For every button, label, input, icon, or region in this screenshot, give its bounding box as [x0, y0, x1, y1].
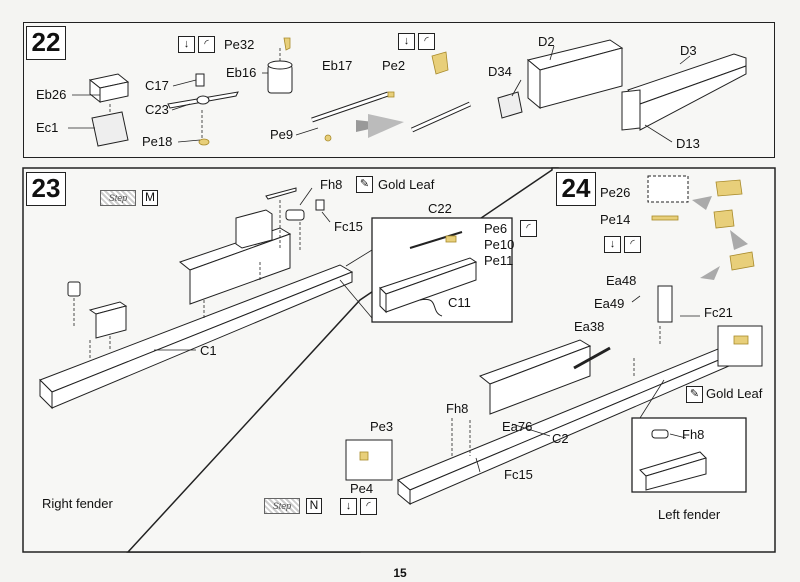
fold-curve-icon: ◜ — [418, 33, 435, 50]
label-gold-leaf-24: Gold Leaf — [706, 386, 763, 401]
label-fh8-24: Fh8 — [446, 401, 469, 416]
label-pe11: Pe11 — [484, 253, 514, 268]
label-ea76: Ea76 — [502, 419, 533, 434]
paint-brush-icon: ✎ — [356, 176, 373, 193]
fold-curve-icon: ◜ — [624, 236, 641, 253]
label-fc21: Fc21 — [704, 305, 733, 320]
label-eb16: Eb16 — [226, 65, 257, 80]
page-number: 15 — [393, 566, 407, 580]
label-pe3: Pe3 — [370, 419, 394, 434]
label-pe2: Pe2 — [382, 58, 406, 73]
label-pe26: Pe26 — [600, 185, 631, 200]
label-ea48: Ea48 — [606, 273, 637, 288]
fold-curve-icon: ◜ — [198, 36, 215, 53]
label-c17: C17 — [145, 78, 169, 93]
label-fh8-23: Fh8 — [320, 177, 343, 192]
label-d34: D34 — [488, 64, 512, 79]
label-pe9: Pe9 — [270, 127, 294, 142]
label-pe4: Pe4 — [350, 481, 374, 496]
label-d2: D2 — [538, 34, 555, 49]
label-d3: D3 — [680, 43, 697, 58]
label-eb17: Eb17 — [322, 58, 353, 73]
stage-mark-n: N — [306, 498, 322, 514]
paint-brush-icon: ✎ — [686, 386, 703, 403]
fold-curve-icon: ◜ — [520, 220, 537, 237]
bend-down-icon: ↓ — [398, 33, 415, 50]
label-pe10: Pe10 — [484, 237, 515, 252]
label-pe18: Pe18 — [142, 134, 173, 149]
label-eb26: Eb26 — [36, 87, 67, 102]
label-pe6: Pe6 — [484, 221, 508, 236]
label-pe14: Pe14 — [600, 212, 631, 227]
bend-down-icon: ↓ — [604, 236, 621, 253]
label-fc15-23: Fc15 — [334, 219, 363, 234]
label-fc15-24: Fc15 — [504, 467, 533, 482]
label-ec1: Ec1 — [36, 120, 59, 135]
step-22-number: 22 — [26, 26, 66, 60]
label-fh8-detail: Fh8 — [682, 427, 705, 442]
label-ea38: Ea38 — [574, 319, 605, 334]
stage-pattern-24: Step — [264, 498, 300, 514]
label-gold-leaf-23: Gold Leaf — [378, 177, 435, 192]
caption-left-fender: Left fender — [658, 507, 721, 522]
fold-curve-icon: ◜ — [360, 498, 377, 515]
label-c2: C2 — [552, 431, 569, 446]
stage-mark-m: M — [142, 190, 158, 206]
bend-down-icon: ↓ — [178, 36, 195, 53]
label-c23: C23 — [145, 102, 169, 117]
label-c1: C1 — [200, 343, 217, 358]
caption-right-fender: Right fender — [42, 496, 113, 511]
step-23-number: 23 — [26, 172, 66, 206]
bend-down-icon: ↓ — [340, 498, 357, 515]
label-d13: D13 — [676, 136, 700, 151]
label-ea49: Ea49 — [594, 296, 625, 311]
label-c22: C22 — [428, 201, 452, 216]
step-24-number: 24 — [556, 172, 596, 206]
label-c11: C11 — [448, 295, 471, 310]
label-pe32: Pe32 — [224, 37, 255, 52]
stage-pattern: Step — [100, 190, 136, 206]
